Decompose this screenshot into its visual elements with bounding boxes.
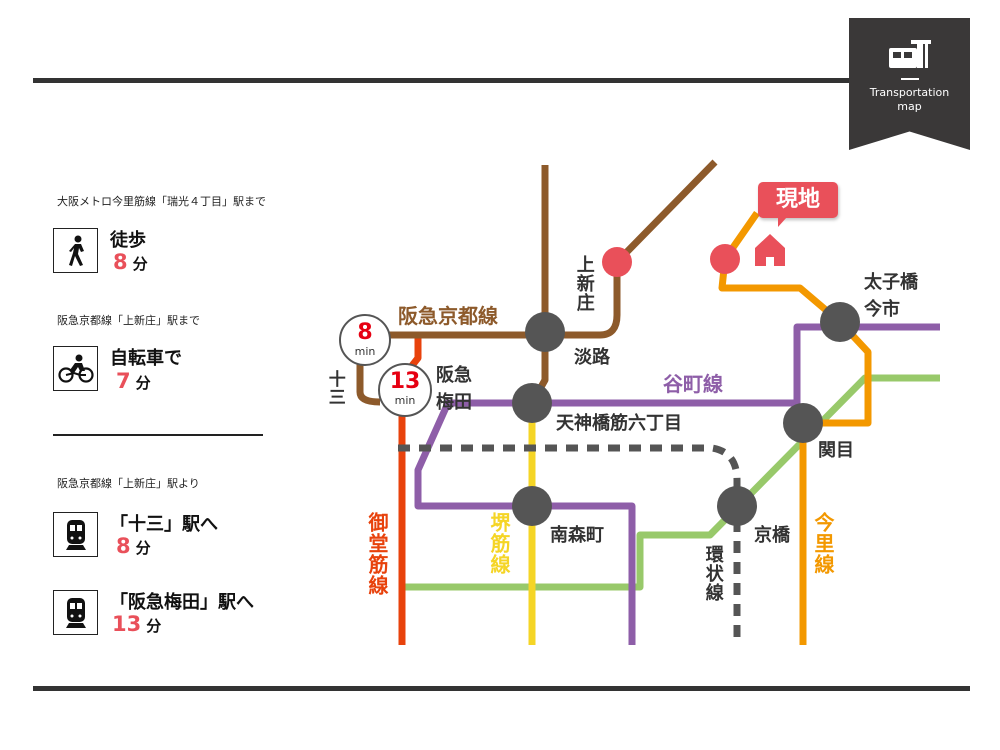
juso-time-value: 8 [357, 320, 373, 345]
minamimorimachi-station[interactable] [512, 486, 552, 526]
tanimachi-line-label: 谷町線 [663, 372, 723, 396]
train-station-icon [889, 40, 931, 68]
umeda-time-badge: 13 min [378, 363, 432, 417]
badge-title-line2: map [897, 100, 922, 113]
walk-minutes: 8 [113, 250, 128, 274]
umeda-time-unit: min [394, 394, 416, 407]
umeda-label-2: 梅田 [436, 392, 472, 413]
bike-section-label: 阪急京都線「上新庄」駅まで [57, 314, 200, 327]
bike-title: 自転車で [110, 348, 182, 369]
kyobashi-station[interactable] [717, 486, 757, 526]
juso-time-unit: min [354, 345, 376, 358]
juso-label: 十三 [324, 370, 345, 406]
walk-title: 徒歩 [110, 230, 146, 251]
walking-icon [53, 228, 98, 273]
sekime-label: 関目 [818, 440, 854, 461]
taishibashi-label-1: 太子橋 [864, 272, 918, 293]
sakaisuji-line-label: 堺筋線 [487, 512, 511, 575]
bicycle-icon [53, 346, 98, 391]
tanimachi-line [414, 323, 940, 645]
badge-title-line1: Transportation [869, 86, 950, 99]
train1-minutes: 8 [116, 534, 131, 558]
umeda-label-1: 阪急 [436, 365, 472, 386]
awaji-label: 淡路 [574, 347, 610, 368]
bike-unit: 分 [135, 374, 151, 392]
current-location-bubble: 現地 [758, 182, 838, 227]
bike-minutes: 7 [116, 369, 131, 393]
hankyu-kyoto-line-label: 阪急京都線 [398, 304, 498, 328]
nearest-station-dot[interactable] [710, 244, 740, 274]
kyobashi-label: 京橋 [754, 525, 790, 546]
nagahori-line [402, 374, 940, 591]
top-divider [33, 78, 849, 83]
loop-line [398, 444, 741, 640]
imazato-line-label: 今里線 [811, 512, 835, 575]
train2-title: 「阪急梅田」駅へ [110, 592, 254, 613]
train1-unit: 分 [135, 539, 151, 557]
train-section-label: 阪急京都線「上新庄」駅より [57, 477, 200, 490]
walk-section-label: 大阪メトロ今里筋線「瑞光４丁目」駅まで [57, 195, 266, 208]
train2-minutes: 13 [112, 612, 142, 636]
badge-dash [901, 78, 919, 80]
tenjinbashi-label: 天神橋筋六丁目 [556, 413, 682, 434]
loop-line-label: 環状線 [702, 545, 724, 602]
umeda-time-value: 13 [389, 369, 421, 394]
taishibashi-station[interactable] [820, 302, 860, 342]
home-icon [755, 234, 785, 266]
sekime-station[interactable] [783, 403, 823, 443]
walk-unit: 分 [132, 255, 148, 273]
train-icon [53, 512, 98, 557]
train1-title: 「十三」駅へ [110, 514, 218, 535]
taishibashi-label-2: 今市 [864, 299, 900, 320]
kamishinjo-label: 上新庄 [573, 255, 595, 312]
minamimorimachi-label: 南森町 [550, 525, 604, 546]
awaji-station[interactable] [525, 312, 565, 352]
tenjinbashi-station[interactable] [512, 383, 552, 423]
transportation-map-badge: Transportation map [849, 18, 970, 150]
bottom-divider [33, 686, 970, 691]
midosuji-line-label: 御堂筋線 [365, 512, 389, 596]
badge-title: Transportation map [849, 86, 970, 114]
juso-time-badge: 8 min [339, 314, 391, 366]
train-icon [53, 590, 98, 635]
section-divider [53, 434, 263, 436]
train2-unit: 分 [146, 617, 162, 635]
kamishinjo-station[interactable] [602, 247, 632, 277]
